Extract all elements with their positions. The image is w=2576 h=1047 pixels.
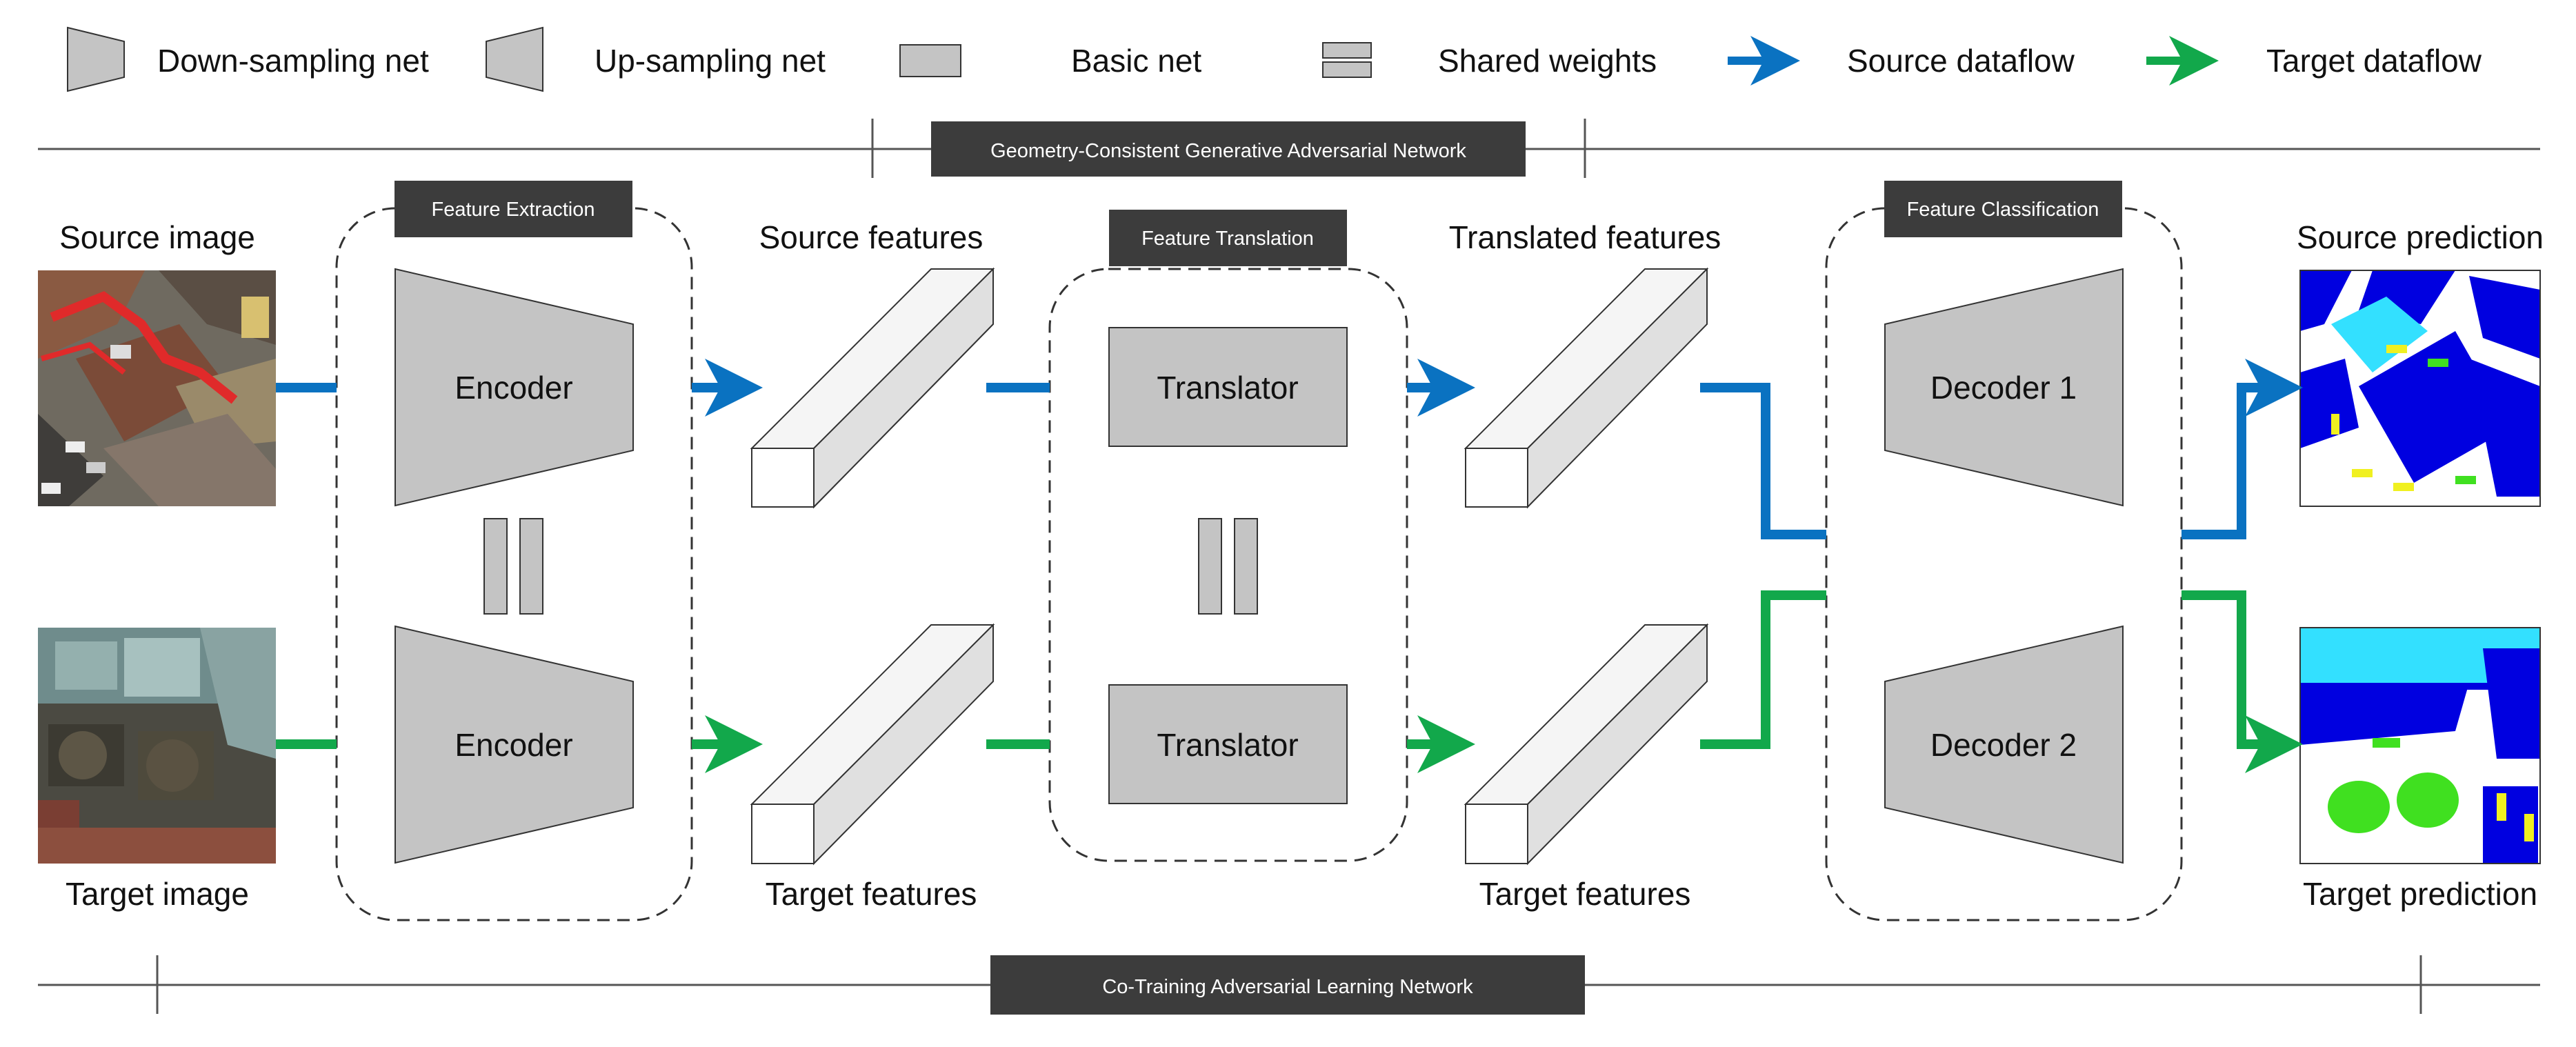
- translator-bottom-block: [1108, 684, 1348, 804]
- extraction-stage-box: [335, 207, 693, 921]
- extraction-stage-header: [395, 181, 632, 237]
- legend-basic-label: Basic net: [1071, 43, 1201, 79]
- top-network-bar: Geometry-Consistent Generative Adversari…: [38, 119, 2540, 178]
- translator-top-block: [1108, 327, 1348, 447]
- top-network-header: [931, 121, 1526, 177]
- target-image: [38, 628, 276, 864]
- legend-shared-label: Shared weights: [1438, 43, 1657, 79]
- source-prediction-image: [2300, 270, 2540, 506]
- source-prediction-label: Source prediction: [2297, 219, 2544, 255]
- up-sampling-icon: [486, 26, 543, 92]
- target-dataflow: [276, 590, 2303, 773]
- bottom-network-label: Co-Training Adversarial Learning Network: [1102, 976, 1473, 998]
- encoder-shared-weights-icon: [483, 518, 543, 615]
- target-features-tensor-2: [1464, 623, 1709, 866]
- translation-stage-header: [1109, 210, 1347, 266]
- legend-down-sampling-label: Down-sampling net: [157, 43, 429, 79]
- legend-up-sampling-label: Up-sampling net: [595, 43, 826, 79]
- target-image-label: Target image: [66, 876, 249, 912]
- decoder-1-label: Decoder 1: [1930, 370, 2077, 406]
- target-prediction-label: Target prediction: [2303, 876, 2537, 912]
- translation-stage-box: [1048, 268, 1408, 862]
- decoder-2-label: Decoder 2: [1930, 727, 2077, 763]
- classification-stage-header: [1884, 181, 2122, 237]
- translation-stage-label: Feature Translation: [1141, 228, 1314, 250]
- target-prediction-image: [2300, 628, 2540, 864]
- translated-features-tensor: [1464, 267, 1709, 509]
- legend-target-flow-label: Target dataflow: [2266, 43, 2482, 79]
- basic-net-icon: [899, 44, 961, 77]
- translated-features-label: Translated features: [1449, 219, 1721, 255]
- translator-top-label: Translator: [1157, 370, 1298, 406]
- decoder-1-block: [1884, 268, 2124, 507]
- top-network-label: Geometry-Consistent Generative Adversari…: [990, 140, 1466, 162]
- down-sampling-icon: [67, 26, 125, 92]
- decoder-2-block: [1884, 625, 2124, 864]
- classification-stage-box: [1825, 207, 2183, 921]
- target-features-tensor-1: [750, 623, 995, 866]
- bottom-network-bar: Co-Training Adversarial Learning Network: [38, 955, 2540, 1015]
- legend-source-flow-label: Source dataflow: [1847, 43, 2075, 79]
- shared-weights-icon: [1322, 42, 1372, 78]
- target-features-label-1: Target features: [766, 876, 977, 912]
- bottom-network-header: [990, 955, 1585, 1015]
- translator-bottom-label: Translator: [1157, 727, 1298, 763]
- encoder-top-label: Encoder: [455, 370, 572, 406]
- source-image-label: Source image: [59, 219, 255, 255]
- translator-shared-weights-icon: [1198, 518, 1258, 615]
- encoder-top-block: [395, 268, 634, 507]
- target-features-label-2: Target features: [1479, 876, 1691, 912]
- encoder-bottom-label: Encoder: [455, 727, 572, 763]
- source-features-label: Source features: [759, 219, 984, 255]
- extraction-stage-label: Feature Extraction: [432, 199, 595, 221]
- source-features-tensor: [750, 267, 995, 509]
- classification-stage-label: Feature Classification: [1907, 199, 2099, 221]
- source-image: [38, 270, 276, 506]
- legend: Down-sampling net Up-sampling net Basic …: [67, 26, 2482, 92]
- encoder-bottom-block: [395, 625, 634, 864]
- source-dataflow: [276, 359, 2303, 539]
